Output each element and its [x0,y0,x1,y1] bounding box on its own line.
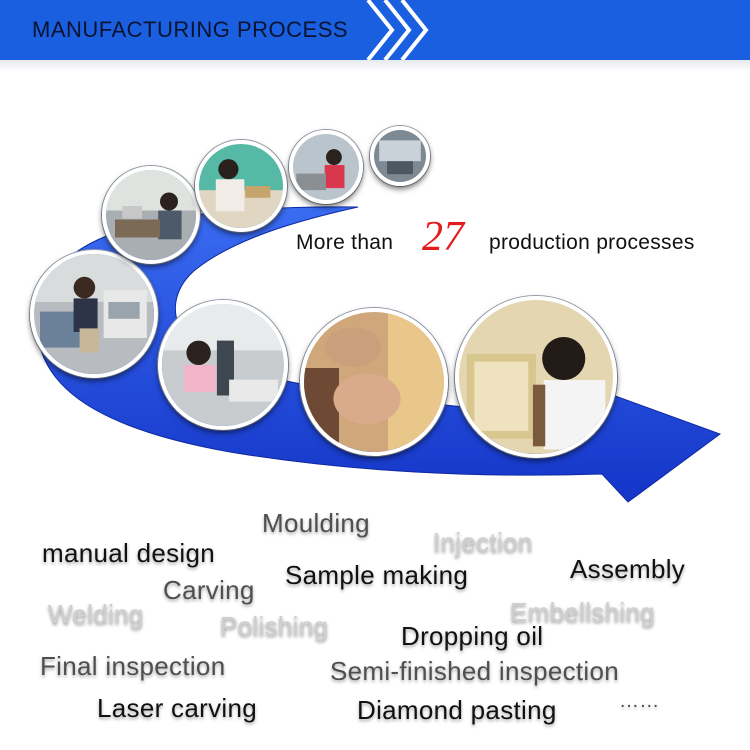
process-moulding: Moulding [262,508,370,538]
header-shadow [0,60,750,72]
photo-circle-microscope [158,300,288,430]
process-carving: Carving [163,575,255,605]
worker-photo-icon [459,300,613,454]
photo-circle-bench [102,166,200,264]
process-manual-design: manual design [42,538,216,568]
process-dropping-oil: Dropping oil [401,621,544,651]
process-ellipsis: …… [619,690,660,712]
process-diamond-pasting: Diamond pasting [357,695,557,725]
photo-circle-polishing [300,308,448,456]
worker-photo-icon [162,304,284,426]
process-semi-finished-inspection: Semi-finished inspection [330,656,620,686]
worker-photo-icon [34,254,154,374]
process-laser-carving: Laser carving [97,693,257,723]
photo-circle-jewelry [195,140,287,232]
process-injection: Injection [433,527,533,557]
headline-suffix: production processes [489,231,695,254]
headline-prefix: More than [296,231,394,254]
headline-number: 27 [422,214,464,260]
process-welding: Welding [48,599,144,629]
worker-photo-icon [106,170,196,260]
worker-photo-icon [293,134,359,200]
page-title: MANUFACTURING PROCESS [32,17,349,42]
photo-circle-inspection [455,296,617,458]
worker-photo-icon [374,130,426,182]
headline: More than 27 production processes [296,213,746,273]
process-polishing: Polishing [220,611,329,641]
photo-circle-laser-welding [30,250,158,378]
process-final-inspection: Final inspection [40,651,226,681]
process-assembly: Assembly [570,554,686,584]
header-bar: MANUFACTURING PROCESS [0,0,750,60]
photo-circle-workbench [289,130,363,204]
process-sample-making: Sample making [285,560,469,590]
process-embellshing: Embellshing [510,597,655,627]
worker-photo-icon [199,144,283,228]
photo-circle-station [370,126,430,186]
chevron-decoration-icon [366,0,429,60]
worker-photo-icon [304,312,444,452]
